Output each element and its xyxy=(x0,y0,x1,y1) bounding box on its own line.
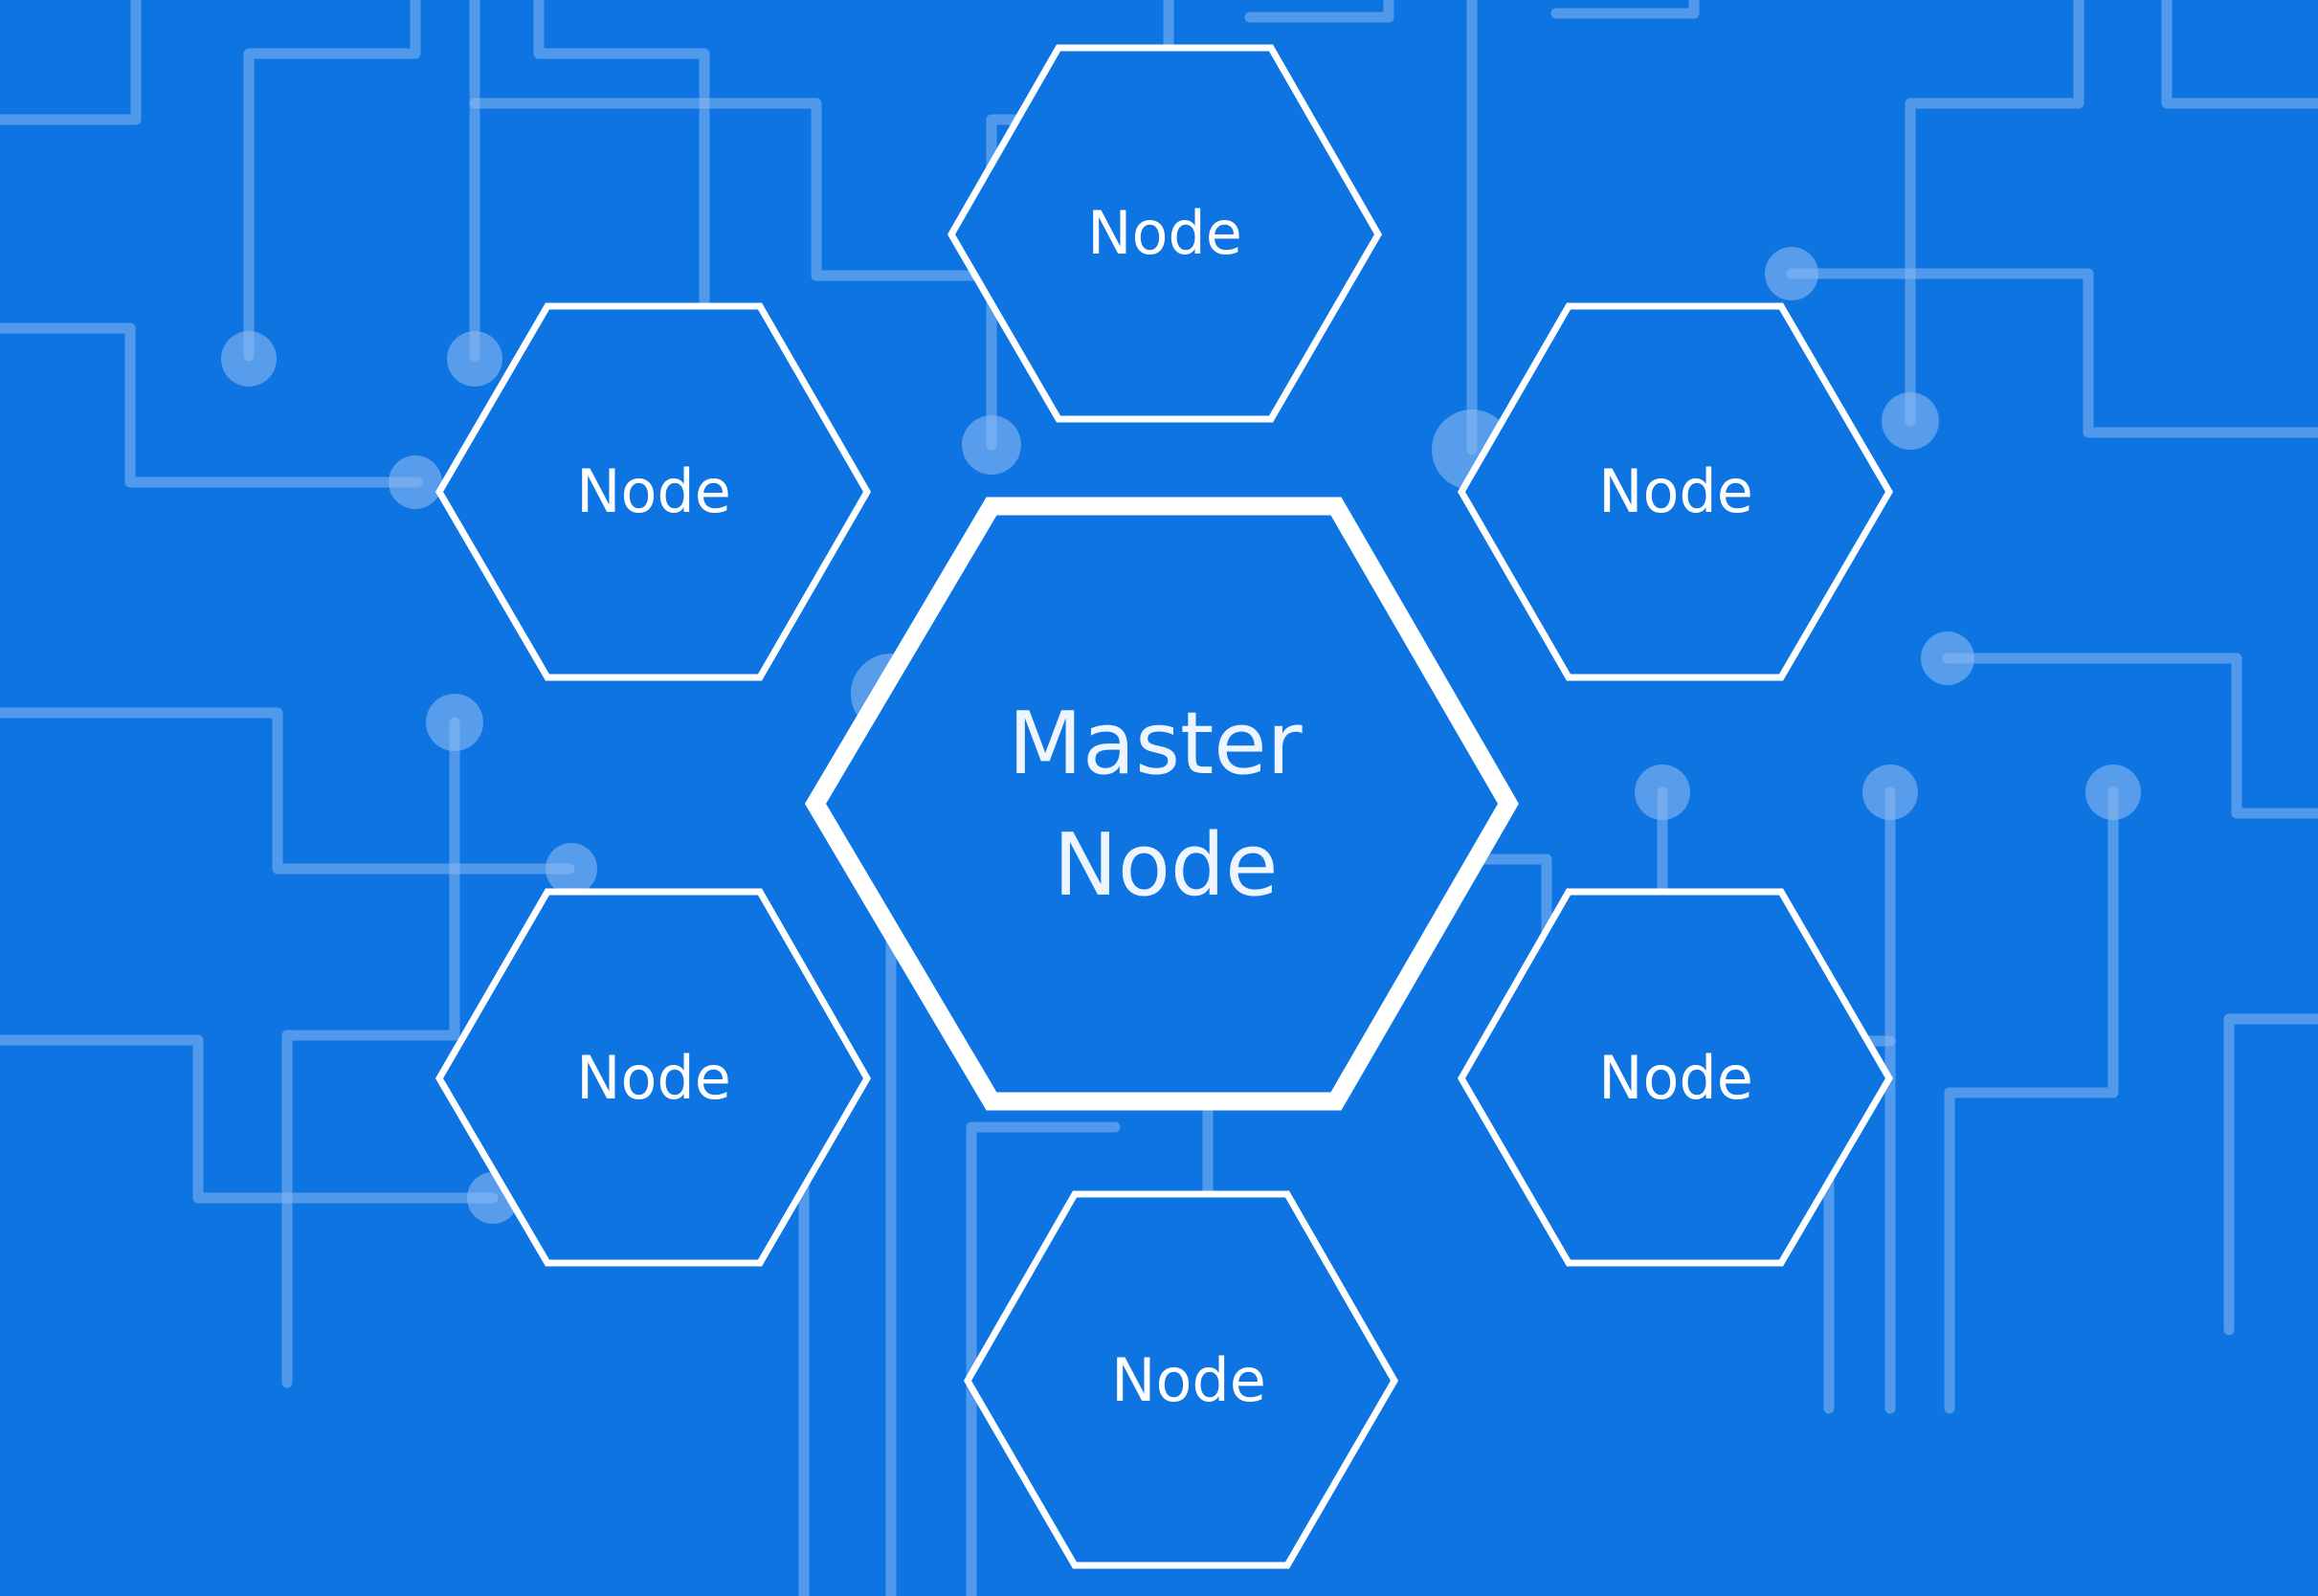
node-label: Node xyxy=(1087,198,1242,268)
node-label: Node xyxy=(1111,1345,1266,1415)
circuit-trace xyxy=(1905,0,2084,427)
hexagon-shape xyxy=(435,888,872,1267)
circuit-trace xyxy=(2161,0,2318,109)
circuit-trace xyxy=(966,1121,1121,1596)
circuit-trace xyxy=(1944,787,2119,1414)
circuit-pad xyxy=(962,415,1021,475)
circuit-pad xyxy=(1882,392,1939,450)
circuit-trace xyxy=(1942,653,2318,819)
circuit-pad xyxy=(426,694,483,751)
circuit-pads xyxy=(221,247,2141,1224)
master-node-label-line2: Node xyxy=(1054,815,1279,916)
master-hexagon-shape xyxy=(804,497,1519,1111)
circuit-trace xyxy=(0,0,142,125)
circuit-trace xyxy=(0,322,423,488)
node-bottom[interactable]: Node xyxy=(963,1190,1399,1569)
circuit-pad xyxy=(1635,765,1690,820)
node-label: Node xyxy=(1598,1043,1753,1113)
circuit-pad xyxy=(221,331,277,387)
circuit-pad xyxy=(447,331,502,387)
circuit-pad xyxy=(1862,765,1918,820)
node-top[interactable]: Node xyxy=(947,44,1383,423)
node-lower-right[interactable]: Node xyxy=(1457,888,1894,1267)
master-node-label-line1: Master xyxy=(1008,694,1302,794)
circuit-pad xyxy=(2085,765,2141,820)
circuit-trace xyxy=(243,0,421,362)
node-lower-left[interactable]: Node xyxy=(435,888,872,1267)
circuit-pad xyxy=(1921,632,1974,685)
hexagon-shape xyxy=(435,302,872,681)
node-upper-right[interactable]: Node xyxy=(1457,302,1894,681)
circuit-pad xyxy=(1765,247,1818,300)
node-label: Node xyxy=(576,1043,731,1113)
circuit-trace xyxy=(0,1034,499,1204)
circuit-trace xyxy=(533,0,710,362)
circuit-trace xyxy=(281,717,460,1388)
node-label: Node xyxy=(576,456,731,526)
hexagon-shape xyxy=(1457,302,1894,681)
circuit-trace xyxy=(1244,0,1394,23)
hexagon-shape xyxy=(963,1190,1399,1569)
circuit-trace xyxy=(1786,268,2318,438)
node-hexagons: Node Node Node Node Node Node Master Nod… xyxy=(435,44,1894,1569)
master-node[interactable]: Master Node xyxy=(804,497,1519,1111)
circuit-trace xyxy=(1550,0,1700,19)
node-label: Node xyxy=(1598,456,1753,526)
hexagon-shape xyxy=(1457,888,1894,1267)
circuit-trace xyxy=(2223,1013,2318,1336)
circuit-trace xyxy=(0,707,575,875)
circuit-pad xyxy=(389,455,442,509)
circuit-pad xyxy=(546,843,597,895)
hexagon-shape xyxy=(947,44,1383,423)
node-upper-left[interactable]: Node xyxy=(435,302,872,681)
